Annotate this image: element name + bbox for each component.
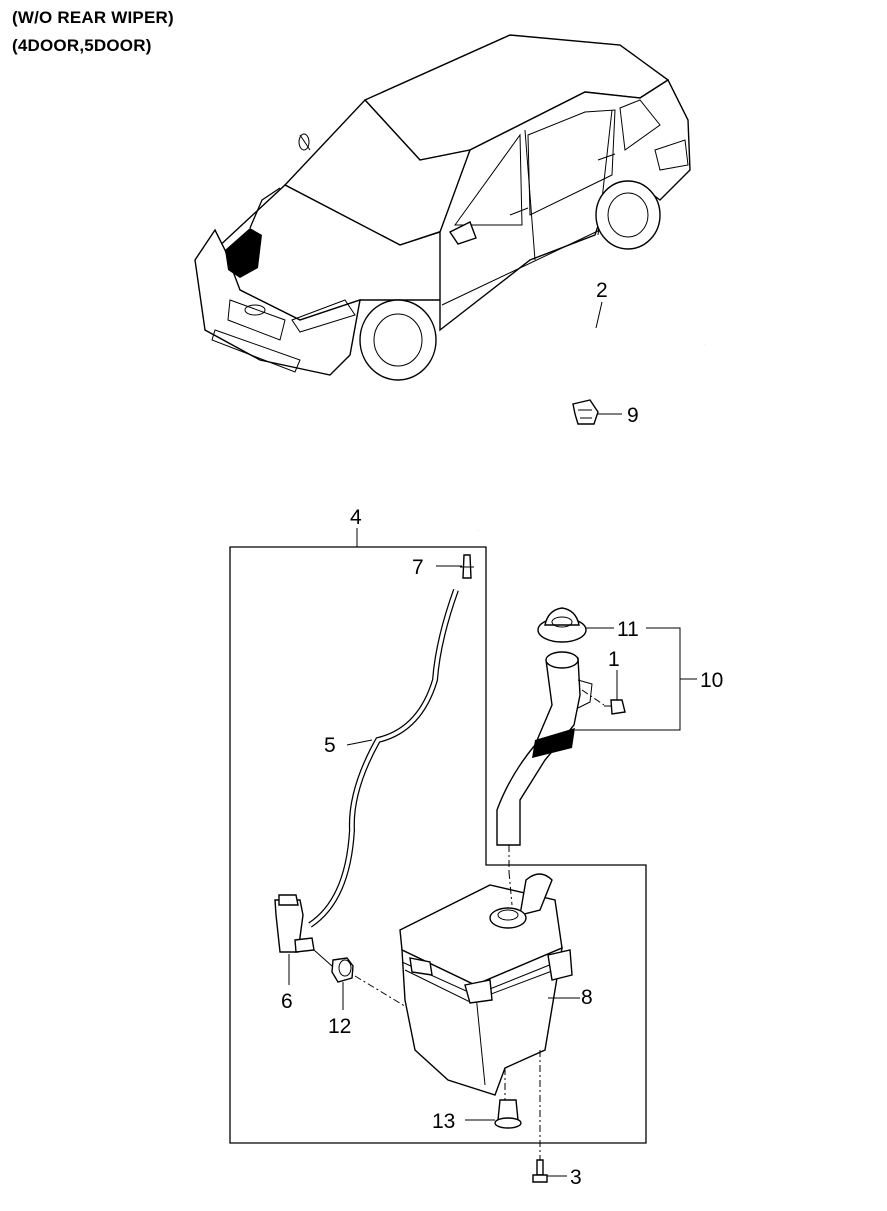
callout-13: 13 (432, 1110, 455, 1133)
callout-12: 12 (328, 1015, 351, 1038)
callout-10: 10 (700, 669, 723, 692)
hose-2 (476, 301, 707, 532)
header-line-1: (W/O REAR WIPER) (12, 8, 174, 27)
callout-4: 4 (350, 506, 362, 529)
callout-9: 9 (627, 404, 639, 427)
callout-2: 2 (596, 279, 608, 302)
reservoir-8 (399, 871, 580, 1165)
callout-7: 7 (412, 556, 424, 579)
callout-6: 6 (281, 990, 293, 1013)
filler-neck-10 (496, 651, 593, 872)
hose-5 (308, 588, 459, 928)
callout-11: 11 (617, 618, 639, 641)
callout-5: 5 (324, 734, 336, 757)
callout-1: 1 (608, 648, 620, 671)
grommet-12 (313, 949, 409, 1010)
cap-11 (537, 607, 614, 643)
clip-9 (572, 399, 622, 425)
header-line-2: (4DOOR,5DOOR) (12, 36, 152, 55)
bracket-10 (575, 627, 681, 731)
connector-7 (436, 554, 474, 579)
pump-6 (274, 894, 315, 985)
car-illustration (194, 34, 691, 381)
plug-13 (465, 1099, 522, 1129)
screw-1 (581, 670, 626, 715)
callout-3: 3 (570, 1166, 582, 1189)
callout-8: 8 (581, 986, 593, 1009)
assembly-outline-4 (229, 546, 647, 1144)
bolt-3 (532, 1159, 567, 1183)
